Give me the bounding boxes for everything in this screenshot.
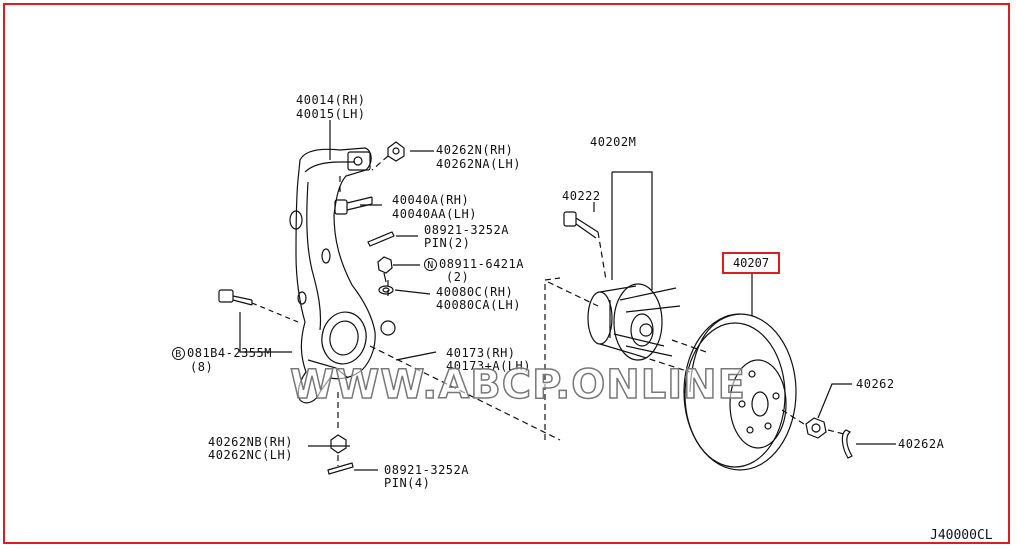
label-40014[interactable]: 40014(RH) bbox=[296, 93, 366, 107]
cotter-pin-40262a[interactable] bbox=[841, 429, 853, 459]
brake-rotor-40207[interactable] bbox=[683, 313, 797, 471]
steering-knuckle[interactable] bbox=[289, 147, 396, 404]
label-40080ca[interactable]: 40080CA(LH) bbox=[436, 298, 521, 312]
label-40262a[interactable]: 40262A bbox=[898, 437, 945, 451]
n-marker-icon: N bbox=[424, 258, 437, 271]
washer-40080c[interactable] bbox=[378, 285, 394, 295]
label-pin-1-qty: PIN(2) bbox=[424, 236, 471, 250]
bolt-081b4[interactable] bbox=[218, 289, 253, 306]
label-40262na[interactable]: 40262NA(LH) bbox=[436, 157, 521, 171]
label-pin-2-qty: PIN(4) bbox=[384, 476, 431, 490]
label-40262nc[interactable]: 40262NC(LH) bbox=[208, 448, 293, 462]
hub-assembly[interactable] bbox=[587, 283, 681, 361]
label-08921-pin-2[interactable]: 08921-3252A bbox=[384, 463, 469, 477]
label-40040aa[interactable]: 40040AA(LH) bbox=[392, 207, 477, 221]
b-marker-icon: B bbox=[172, 347, 185, 360]
label-40080c[interactable]: 40080C(RH) bbox=[436, 285, 514, 299]
label-40262n[interactable]: 40262N(RH) bbox=[436, 143, 514, 157]
nut-08911[interactable] bbox=[377, 256, 393, 283]
nut-40262n[interactable] bbox=[387, 141, 405, 162]
label-40207-highlighted[interactable]: 40207 bbox=[722, 252, 780, 274]
hub-bolt-40222[interactable] bbox=[563, 211, 599, 239]
label-40202m[interactable]: 40202M bbox=[590, 135, 637, 149]
label-40015[interactable]: 40015(LH) bbox=[296, 107, 366, 121]
assembly-guide-lines bbox=[337, 155, 845, 466]
label-081b4-qty: (8) bbox=[190, 360, 214, 374]
label-40173[interactable]: 40173(RH) bbox=[446, 346, 516, 360]
watermark: WWW.ABCP.ONLINE bbox=[289, 361, 746, 409]
leader-lines bbox=[239, 120, 896, 471]
label-40040a[interactable]: 40040A(RH) bbox=[392, 193, 470, 207]
bolt-40040a[interactable] bbox=[334, 196, 373, 215]
label-40222[interactable]: 40222 bbox=[562, 189, 601, 203]
label-08911-qty: (2) bbox=[446, 270, 470, 284]
nut-40262nb[interactable] bbox=[330, 434, 347, 454]
cotter-pin-1[interactable] bbox=[367, 231, 395, 247]
cotter-pin-2[interactable] bbox=[327, 462, 354, 475]
diagram-code: J40000CL bbox=[930, 528, 993, 543]
diagram-frame bbox=[3, 3, 1010, 544]
nut-40262[interactable] bbox=[805, 417, 827, 439]
label-40173a[interactable]: 40173+A(LH) bbox=[446, 359, 531, 373]
label-40262[interactable]: 40262 bbox=[856, 377, 895, 391]
label-40262nb[interactable]: 40262NB(RH) bbox=[208, 435, 293, 449]
label-08921-pin-1[interactable]: 08921-3252A bbox=[424, 223, 509, 237]
